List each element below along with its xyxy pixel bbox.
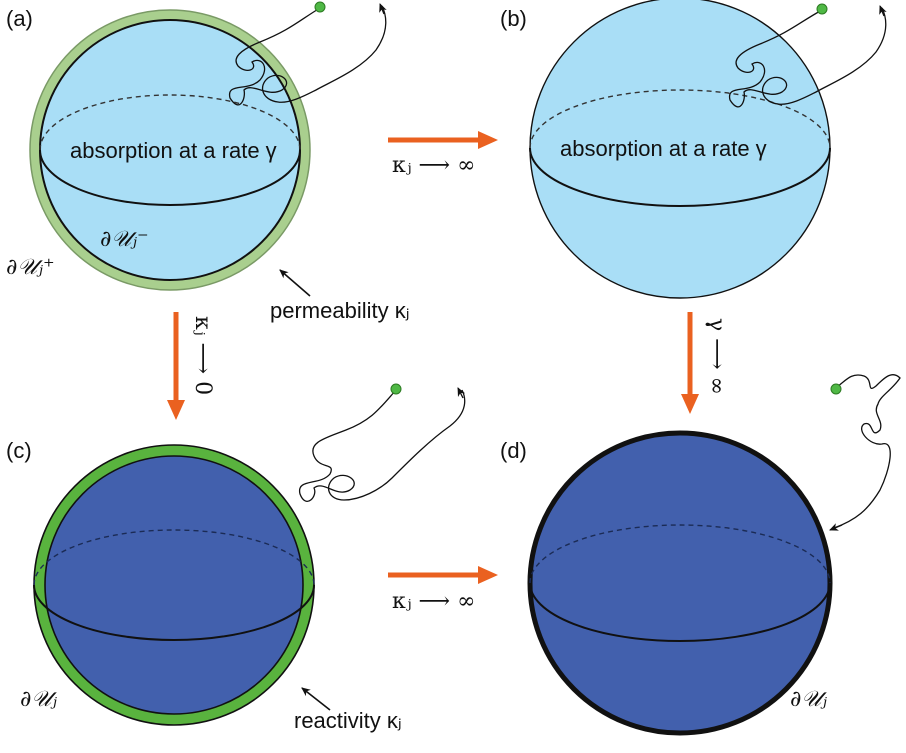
outer-boundary-label: ∂𝒰ⱼ⁺ (6, 255, 55, 280)
particle (390, 383, 402, 395)
panel-d: (d) ∂𝒰ⱼ (500, 374, 901, 736)
inner-boundary-label: ∂𝒰ⱼ⁻ (100, 227, 149, 252)
trajectory-arrowhead (829, 523, 843, 531)
panel-c: (c) ∂𝒰ⱼ reactivity κⱼ (6, 383, 466, 733)
equator-back (33, 529, 315, 586)
panel-tag: (b) (500, 6, 527, 31)
panel-tag: (c) (6, 438, 32, 463)
equator-front (529, 147, 831, 207)
permeability-pointer (279, 269, 311, 297)
equator-back (529, 524, 831, 584)
arrow-c-to-d: κⱼ ⟶ ∞ (388, 566, 498, 614)
equator-back (529, 89, 831, 149)
random-walk-trajectory (229, 5, 387, 106)
arrow-b-to-d-label: γ ⟶ ∞ (704, 318, 729, 395)
arrow-b-to-d: γ ⟶ ∞ (681, 312, 729, 414)
arrow-a-to-c-label: κⱼ ⟶ 0 (190, 316, 215, 395)
panel-tag: (d) (500, 438, 527, 463)
equator-front (33, 584, 315, 641)
panel-tag: (a) (6, 6, 33, 31)
absorption-label: absorption at a rate γ (560, 136, 767, 161)
random-walk-trajectory (833, 374, 901, 529)
particle (314, 1, 326, 13)
particle (816, 3, 828, 15)
permeability-label: permeability κⱼ (270, 298, 410, 323)
panel-a: (a) absorption at a rate γ ∂𝒰ⱼ⁻ ∂𝒰ⱼ⁺ per… (6, 1, 410, 323)
equator-front (529, 582, 831, 642)
sphere-interior (44, 455, 304, 715)
particle (830, 383, 842, 395)
trajectory-arrowhead (379, 3, 387, 15)
arrow-a-to-b: κⱼ ⟶ ∞ (388, 131, 498, 178)
arrow-c-to-d-label: κⱼ ⟶ ∞ (392, 589, 475, 614)
random-walk-trajectory (299, 389, 466, 502)
trajectory-arrowhead (457, 387, 466, 399)
absorption-label: absorption at a rate γ (70, 138, 277, 163)
panel-b: (b) absorption at a rate γ (500, 0, 887, 299)
reactivity-pointer (301, 687, 331, 711)
equator-front (39, 149, 301, 206)
arrow-a-to-c: κⱼ ⟶ 0 (167, 312, 215, 420)
reactivity-label: reactivity κⱼ (294, 708, 402, 733)
trajectory-arrowhead (879, 5, 887, 17)
equator-back (39, 94, 301, 151)
boundary-label: ∂𝒰ⱼ (20, 687, 57, 712)
boundary-label: ∂𝒰ⱼ (790, 687, 827, 712)
arrow-a-to-b-label: κⱼ ⟶ ∞ (392, 153, 475, 178)
sphere-interior (527, 430, 833, 736)
random-walk-trajectory (729, 7, 887, 108)
